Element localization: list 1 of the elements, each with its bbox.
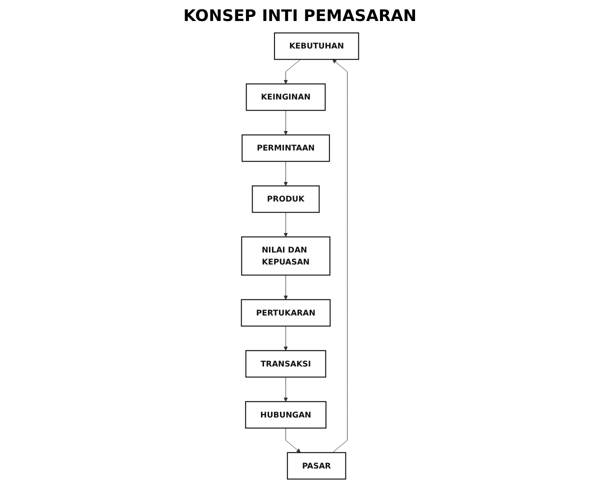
diagram-title: KONSEP INTI PEMASARAN [183, 6, 417, 25]
